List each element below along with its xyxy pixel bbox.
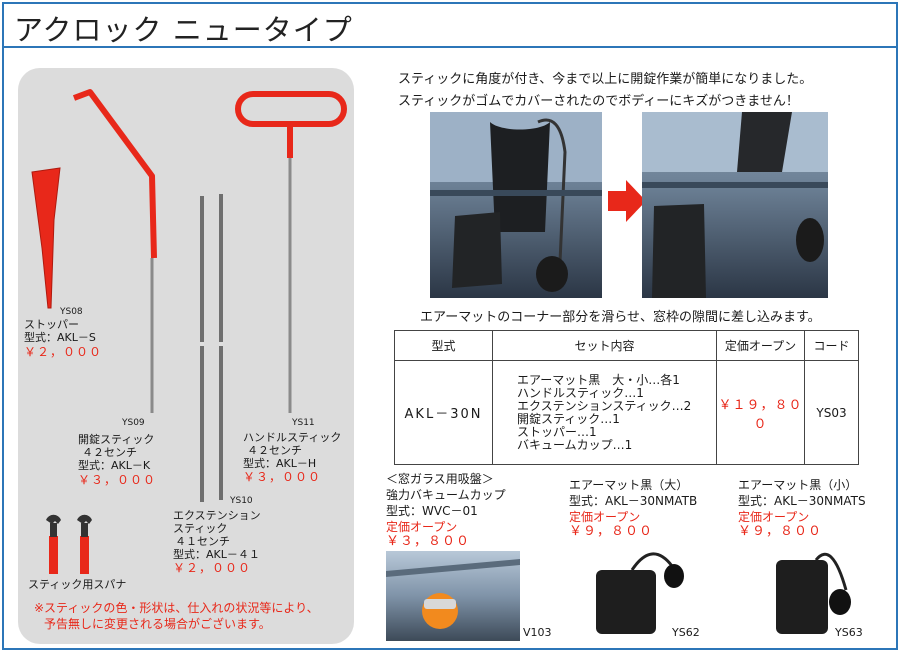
product-name: 強力バキュームカップ [386, 488, 506, 502]
disclaimer-line-1: ※スティックの色・形状は、仕入れの状況等により、 [34, 601, 319, 615]
product-price: ￥９，８００ [569, 524, 654, 539]
title-bar: アクロック ニュータイプ [2, 2, 898, 48]
ys09-length: ４２センチ [82, 446, 137, 459]
product-price: ￥９，８００ [738, 524, 823, 539]
arrow-right-icon [608, 180, 646, 222]
tools-illustration [31, 89, 347, 574]
page-title: アクロック ニュータイプ [14, 13, 353, 47]
col-header-model: 型式 [394, 330, 493, 361]
ys09-model: 型式：AKL－K [78, 459, 151, 472]
mat-large-image [596, 552, 684, 634]
product-open-label: 定価オープン [386, 520, 458, 534]
cell-contents: エアーマット黒 大・小…各1 ハンドルスティック…1 エクステンションスティック… [492, 360, 717, 465]
ys11-code: YS11 [292, 418, 315, 428]
ys10-name-1: エクステンション [173, 509, 261, 522]
cell-code: YS03 [804, 360, 859, 465]
product-open-label: 定価オープン [569, 510, 641, 524]
usage-caption: エアーマットのコーナー部分を滑らせ、窓枠の隙間に差し込みます。 [420, 310, 821, 325]
mat-large-code: YS62 [672, 626, 700, 639]
product-name: エアーマット黒（小） [738, 478, 858, 492]
cell-price: ￥１９，８００ [716, 360, 805, 465]
disclaimer-line-2: 予告無しに変更される場合がございます。 [44, 617, 271, 631]
product-mat-large: エアーマット黒（大） 型式：AKL－30NMATB 定価オープン ￥９，８００ [569, 477, 697, 538]
ys11-price: ￥３，０００ [243, 470, 322, 484]
set-spec-table: 型式 セット内容 定価オープン コード AKL－30N エアーマット黒 大・小…… [394, 330, 859, 465]
col-header-contents: セット内容 [492, 330, 717, 361]
product-model: 型式：WVC－01 [386, 504, 478, 518]
content-item: ハンドルスティック…1 [517, 385, 644, 400]
ys10-price: ￥２，０００ [173, 561, 252, 575]
mat-small-code: YS63 [835, 626, 863, 639]
product-model: 型式：AKL－30NMATB [569, 494, 698, 508]
ys09-name: 開錠スティック [78, 433, 155, 446]
ys10-code: YS10 [230, 496, 253, 506]
spanner-image [46, 514, 92, 574]
product-name: エアーマット黒（大） [569, 478, 689, 492]
col-header-price: 定価オープン [716, 330, 805, 361]
content-item: バキュームカップ…1 [517, 437, 633, 452]
ys10-length: ４１センチ [175, 535, 230, 548]
photo-after [642, 112, 828, 298]
description: スティックに角度が付き、今まで以上に開錠作業が簡単になりました。 スティックがゴ… [398, 69, 812, 113]
ys11-model: 型式：AKL－H [243, 457, 317, 470]
ys10-model: 型式：AKL－４１ [173, 548, 260, 561]
product-model: 型式：AKL－30NMATS [738, 494, 866, 508]
content-item: ストッパー…1 [517, 424, 597, 439]
tools-panel [18, 68, 354, 644]
content-item: エクステンションスティック…2 [517, 398, 692, 413]
description-line-2: スティックがゴムでカバーされたのでボディーにキズがつきません！ [398, 94, 799, 109]
vacuum-cup-code: V103 [523, 626, 552, 639]
content-item: 開錠スティック…1 [517, 411, 620, 426]
description-line-1: スティックに角度が付き、今まで以上に開錠作業が簡単になりました。 [398, 72, 813, 87]
handle-stick-grip [235, 91, 347, 127]
spanner-label: スティック用スパナ [28, 578, 127, 591]
disclaimer-note: ※スティックの色・形状は、仕入れの状況等により、 予告無しに変更される場合がござ… [34, 600, 319, 632]
ys11-name: ハンドルスティック [243, 431, 342, 444]
ys09-price: ￥３，０００ [78, 473, 157, 487]
col-header-code: コード [804, 330, 859, 361]
product-open-label: 定価オープン [738, 510, 810, 524]
product-vacuum-cup: ＜窓ガラス用吸盤＞ 強力バキュームカップ 型式：WVC－01 定価オープン ￥３… [386, 471, 506, 548]
ys11-length: ４２センチ [247, 444, 302, 457]
ys10-name-2: スティック [173, 522, 228, 535]
ys08-price: ￥２，０００ [24, 345, 103, 359]
product-mat-small: エアーマット黒（小） 型式：AKL－30NMATS 定価オープン ￥９，８００ [738, 477, 866, 538]
vacuum-cup-photo [386, 551, 520, 641]
photo-before [430, 112, 602, 298]
product-heading: ＜窓ガラス用吸盤＞ [386, 472, 494, 486]
content-item: エアーマット黒 大・小…各1 [517, 372, 680, 387]
ys08-name: ストッパー [24, 318, 79, 331]
unlock-stick-grip [72, 89, 157, 259]
ys09-code: YS09 [122, 418, 145, 428]
ys08-model: 型式：AKL－S [24, 331, 96, 344]
cell-model: AKL－30N [394, 360, 493, 465]
ys08-code: YS08 [60, 307, 83, 317]
product-price: ￥３，８００ [386, 534, 471, 549]
mat-small-image [776, 552, 851, 634]
stopper-image [31, 167, 61, 309]
